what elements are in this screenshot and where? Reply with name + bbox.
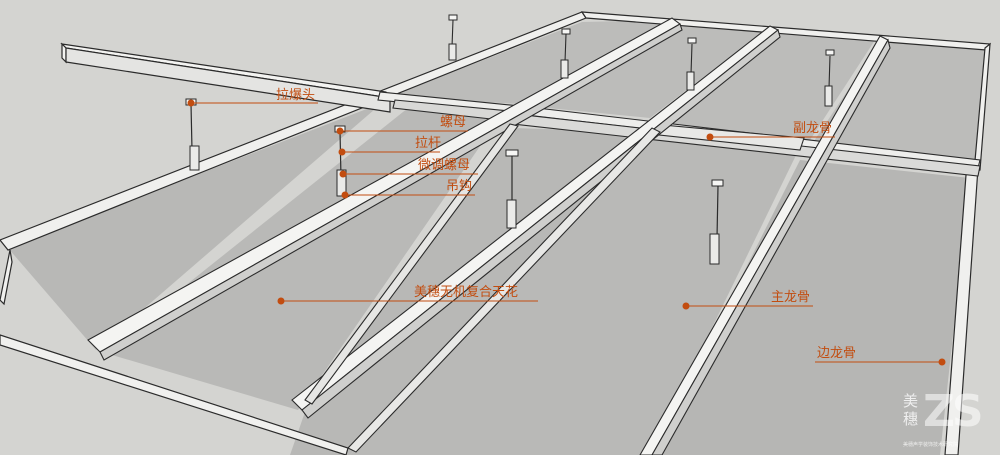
hanger-8 xyxy=(824,49,835,107)
logo-mark: ZS xyxy=(923,386,984,437)
edge-keel-top-right xyxy=(973,42,991,173)
brand-logo: 美穗 ZS 美穗声学装饰技术研究院 xyxy=(903,386,995,452)
label-nut: 螺母 xyxy=(440,115,467,130)
hanger-1 xyxy=(185,98,200,171)
hanger-4 xyxy=(709,179,724,265)
main-keel-inner xyxy=(304,123,519,405)
label-hook: 吊钩 xyxy=(446,179,473,194)
top-beam xyxy=(60,42,392,113)
label-panel: 美穗无机复合天花 xyxy=(414,285,519,300)
panel-far-3 xyxy=(660,32,875,140)
logo-tagline: 美穗声学装饰技术研究院 xyxy=(903,442,959,448)
label-rod: 拉杆 xyxy=(415,136,442,151)
label-main-keel: 主龙骨 xyxy=(771,290,811,305)
edge-keel-bottom-left xyxy=(0,249,13,306)
hanger-3 xyxy=(505,149,519,229)
hangers xyxy=(185,14,835,265)
panel-left xyxy=(8,103,382,350)
hanger-6 xyxy=(560,28,571,79)
edge-keel-bottom xyxy=(0,334,349,455)
label-edge-keel: 边龙骨 xyxy=(817,346,857,361)
label-sub-keel: 副龙骨 xyxy=(793,121,833,136)
panel-far-4 xyxy=(808,42,985,168)
logo-brand-cn: 美穗 xyxy=(903,392,919,428)
panel-edge-right xyxy=(652,160,970,455)
label-fine-nut: 微调螺母 xyxy=(418,158,471,173)
leaders xyxy=(187,99,946,366)
label-expansion-bolt: 拉爆头 xyxy=(276,88,316,103)
hanger-5 xyxy=(448,14,458,61)
main-keels xyxy=(87,17,891,455)
panel-far-1 xyxy=(388,20,670,104)
hanger-7 xyxy=(686,37,697,91)
panel-far-2 xyxy=(528,22,765,118)
